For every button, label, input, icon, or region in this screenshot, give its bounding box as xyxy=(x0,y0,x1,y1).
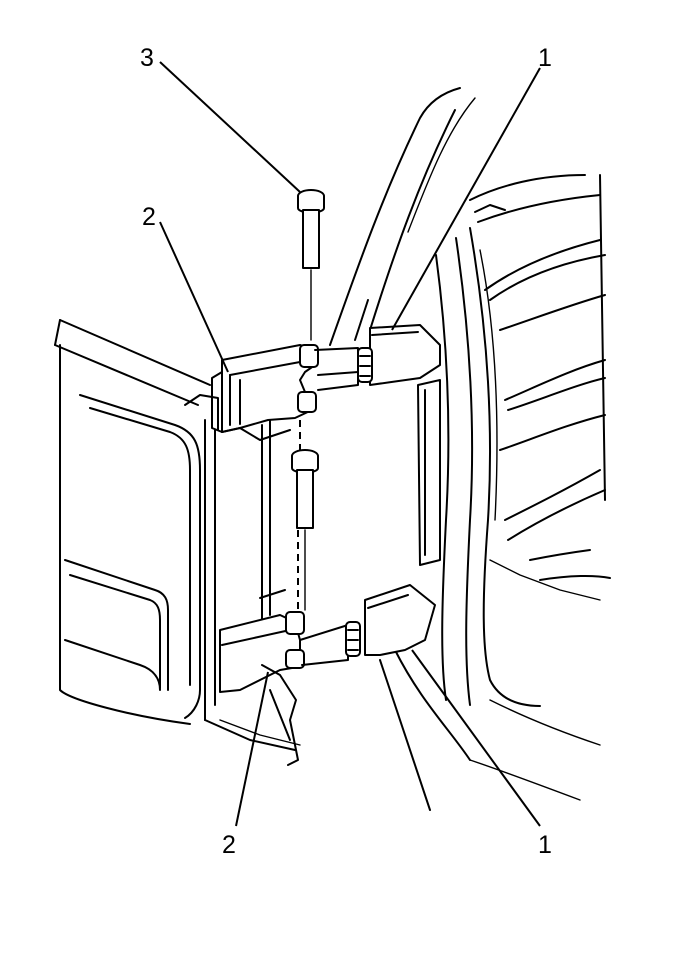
leader-line-2-top xyxy=(159,221,229,373)
leader-line-2-bottom xyxy=(235,671,269,827)
body-hinge-top xyxy=(314,324,441,566)
leader-line-1-top xyxy=(391,67,541,331)
door-panel xyxy=(54,319,301,751)
hinge-pin-bottom xyxy=(291,449,319,611)
callout-1-bottom: 1 xyxy=(538,831,552,859)
body-hinge-bottom xyxy=(299,584,436,666)
door-hinge-bottom xyxy=(219,611,305,766)
callout-2-top: 2 xyxy=(142,203,156,231)
leader-line-3 xyxy=(159,61,301,193)
callout-1-top: 1 xyxy=(538,44,552,72)
body-pillar xyxy=(329,87,611,811)
leader-line-1-bottom xyxy=(411,649,541,827)
callout-2-bottom: 2 xyxy=(222,831,236,859)
door-hinge-top xyxy=(211,344,319,441)
callout-3: 3 xyxy=(140,44,154,72)
hinge-pin-top xyxy=(297,189,325,341)
